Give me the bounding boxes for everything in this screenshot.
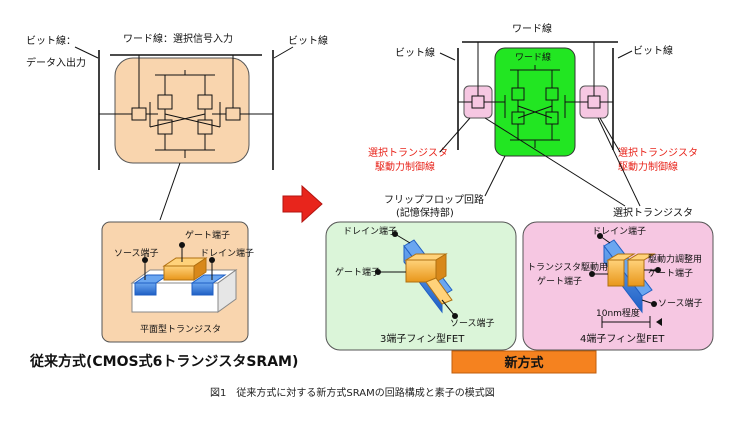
word-line-inner-label: ワード線: [515, 51, 551, 63]
leader-line: [617, 50, 633, 59]
flipflop-schematic-new: [504, 65, 566, 148]
conventional-sram: ビット線： データ入出力 ワード線：選択信号入力 ビット線: [26, 32, 328, 370]
fin3-panel: [325, 221, 517, 351]
new-method-badge: [451, 350, 597, 374]
gate-terminal-label: ゲート端子: [185, 229, 230, 241]
leader-line: [599, 117, 621, 153]
fin4-tr-drive-label: トランジスタ駆動用: [527, 262, 608, 273]
fin3-source-label: ソース端子: [450, 317, 495, 329]
new-sram: ワード線 ビット線 ビット線 ワード線: [325, 22, 714, 374]
fin4-drive-adjust-label: 駆動力調整用: [648, 253, 702, 265]
flipflop-schematic: [99, 55, 273, 158]
fin3-title: 3端子フィン型FET: [380, 332, 465, 345]
leader-line: [439, 117, 471, 153]
sram-cell-box: [114, 57, 250, 164]
leader-line: [484, 155, 506, 197]
bit-line-right-label: ビット線: [633, 44, 673, 57]
connector-line: [159, 162, 181, 221]
data-io-label: データ入出力: [26, 56, 86, 69]
fin4-gate-left-label: ゲート端子: [537, 275, 582, 287]
fin4-gate-right-label: ゲート端子: [648, 267, 693, 279]
fin4-title: 4端子フィン型FET: [580, 332, 665, 345]
right-arrow-icon: [282, 184, 323, 224]
fin4-device-graphic: [589, 233, 662, 328]
planar-transistor-label: 平面型トランジスタ: [140, 324, 221, 335]
new-method-label: 新方式: [504, 355, 543, 371]
bit-line-left-label: ビット線: [395, 46, 435, 59]
fin4-drain-label: ドレイン端子: [592, 225, 646, 237]
sel-ctrl-left-line2: 駆動力制御線: [375, 160, 435, 173]
word-line-top-label: ワード線: [512, 22, 552, 35]
drain-terminal-label: ドレイン端子: [200, 247, 254, 259]
planar-transistor-graphic: [130, 242, 238, 313]
fin4-source-label: ソース端子: [658, 297, 703, 309]
sel-ctrl-right-line1: 選択トランジスタ: [618, 146, 698, 159]
leader-line: [74, 46, 99, 59]
fin3-drain-label: ドレイン端子: [343, 225, 397, 237]
conventional-title: 従来方式(CMOS式6トランジスタSRAM): [29, 353, 298, 370]
word-line-label: ワード線：選択信号入力: [123, 32, 233, 45]
leader-line: [273, 46, 294, 59]
fin3-device-graphic: [375, 231, 458, 319]
leader-line: [484, 117, 626, 207]
sel-ctrl-left-line1: 選択トランジスタ: [368, 146, 448, 159]
bit-line-label-right: ビット線: [288, 34, 328, 47]
leader-line: [439, 52, 456, 61]
select-transistor-label: 選択トランジスタ: [613, 206, 693, 219]
fin4-dimension-label: 10nm程度: [596, 307, 640, 319]
figure-caption: 図1 従来方式に対する新方式SRAMの回路構成と素子の模式図: [210, 386, 495, 399]
leader-line: [597, 117, 641, 207]
sel-ctrl-right-line2: 駆動力制御線: [618, 160, 678, 173]
bit-line-label-left: ビット線：: [26, 34, 76, 47]
select-transistor-wiring: [458, 42, 613, 109]
source-terminal-label: ソース端子: [114, 247, 159, 259]
flipflop-label-line2: (記憶保持部): [396, 206, 454, 219]
fin3-gate-label: ゲート端子: [335, 266, 380, 278]
flipflop-label-line1: フリップフロップ回路: [384, 193, 484, 206]
